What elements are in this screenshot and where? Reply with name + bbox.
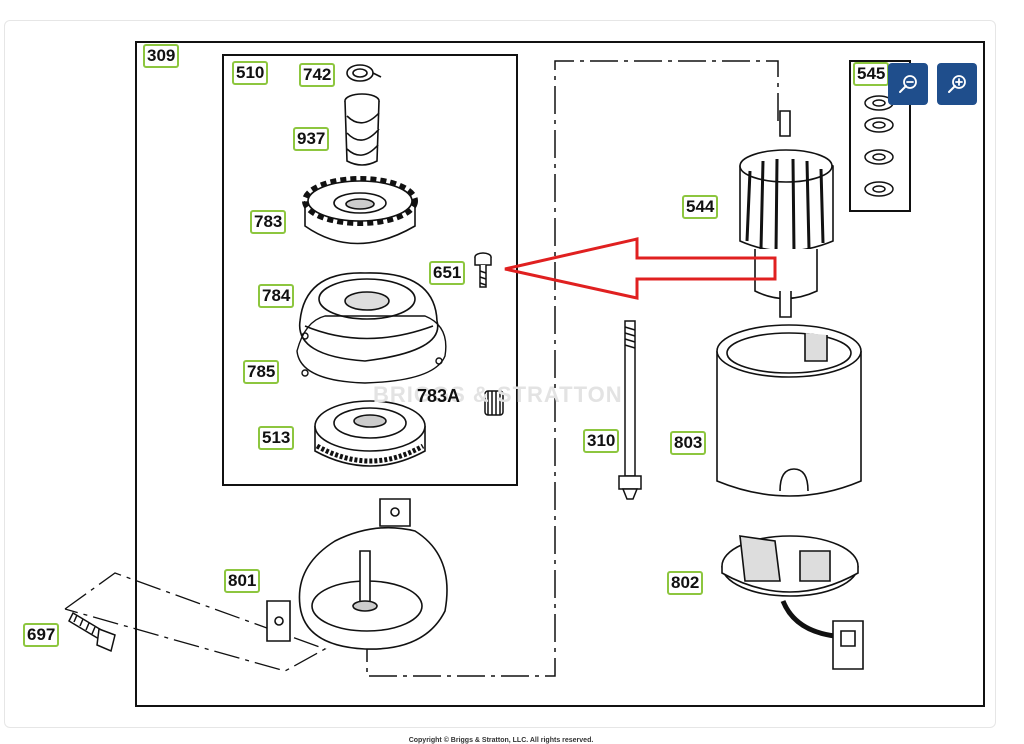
- diagram-viewer: BRIGGS & STRATTON 309 510 742 937 783 65…: [4, 20, 996, 744]
- callout-697[interactable]: 697: [23, 623, 60, 647]
- callout-785[interactable]: 785: [243, 360, 280, 384]
- part-783-pinion-gear: [302, 176, 418, 245]
- callout-309[interactable]: 309: [143, 44, 180, 68]
- part-937-spring: [344, 93, 380, 166]
- callout-513[interactable]: 513: [258, 426, 295, 450]
- part-742-retaining-ring: [346, 64, 382, 82]
- starter-motor-exploded-diagram: [64, 41, 985, 707]
- callout-803[interactable]: 803: [670, 431, 707, 455]
- zoom-out-button[interactable]: [888, 63, 928, 105]
- part-513-ring-gear: [314, 400, 426, 467]
- zoom-in-icon: [948, 75, 966, 93]
- part-801-end-cap: [266, 498, 448, 650]
- copyright-notice: Copyright © Briggs & Stratton, LLC. All …: [408, 737, 594, 744]
- kit-510-box: [222, 54, 518, 486]
- part-697-bolt: [68, 611, 116, 653]
- callout-801[interactable]: 801: [224, 569, 261, 593]
- part-783A-gear: [484, 390, 504, 416]
- callout-802[interactable]: 802: [667, 571, 704, 595]
- callout-510[interactable]: 510: [232, 61, 269, 85]
- callout-783[interactable]: 783: [250, 210, 287, 234]
- bolt-guide-line: [64, 572, 327, 672]
- callout-544[interactable]: 544: [682, 195, 719, 219]
- part-803-housing: [716, 324, 862, 497]
- assembly-line: [366, 60, 779, 677]
- outer-frame: [135, 41, 985, 707]
- callout-545[interactable]: 545: [853, 62, 890, 86]
- callout-937[interactable]: 937: [293, 127, 330, 151]
- part-310-through-bolt: [618, 320, 642, 500]
- part-784-housing: [298, 272, 439, 362]
- callout-651[interactable]: 651: [429, 261, 466, 285]
- callout-784[interactable]: 784: [258, 284, 295, 308]
- callout-742[interactable]: 742: [299, 63, 336, 87]
- part-651-screw: [474, 252, 492, 288]
- part-785-gasket: [296, 315, 447, 384]
- zoom-in-button[interactable]: [937, 63, 977, 105]
- label-783A: 783A: [417, 386, 461, 406]
- part-545-washers: [864, 95, 894, 197]
- kit-545-box: [849, 60, 911, 212]
- zoom-out-icon: [899, 75, 917, 93]
- callout-310[interactable]: 310: [583, 429, 620, 453]
- watermark: BRIGGS & STRATTON: [373, 382, 623, 407]
- part-544-armature: [739, 110, 834, 318]
- highlight-arrow: [504, 237, 777, 300]
- part-802-brush-plate: [721, 535, 864, 670]
